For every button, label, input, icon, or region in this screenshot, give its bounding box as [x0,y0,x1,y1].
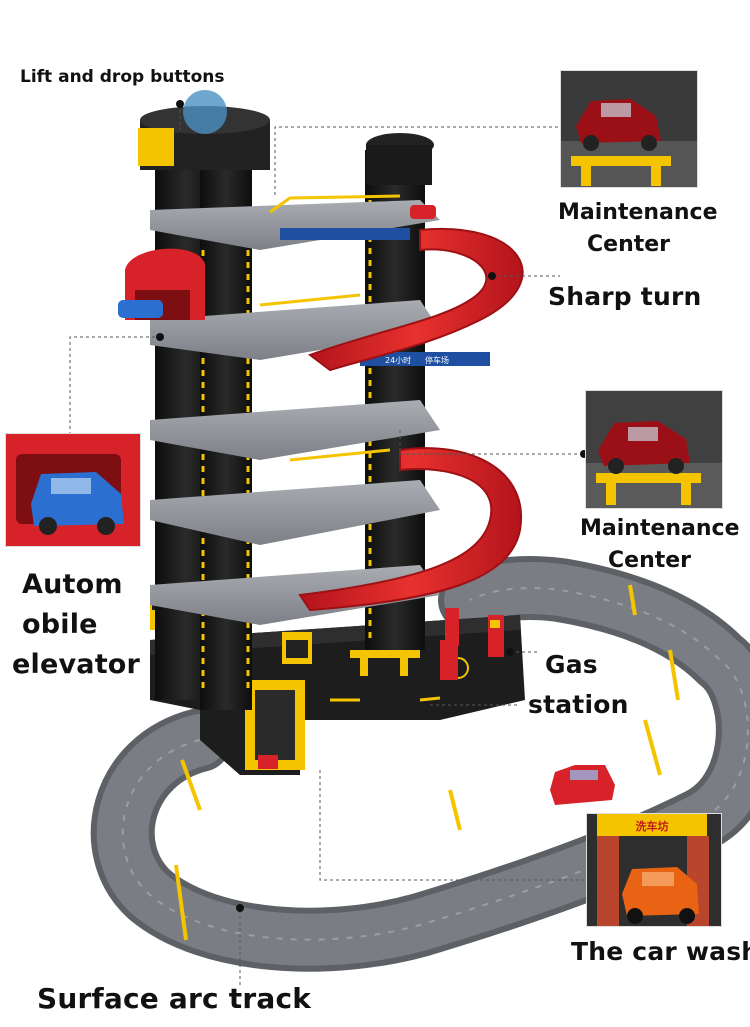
inset-maintenance-center-top [560,70,698,188]
lift-drop-buttons-panel [138,90,227,166]
label-surface-arc-track: Surface arc track [37,982,312,1015]
parking-floors: 24小时 停车场 [150,194,490,625]
red-car-on-track [550,765,615,805]
label-elevator-line1: Autom [22,569,123,600]
base-car-wash [245,680,305,770]
label-maintenance-center-1-line1: Maintenance [558,200,718,225]
blue-car [118,300,163,318]
ribbon-park: 停车场 [425,355,449,365]
label-lift-drop-buttons: Lift and drop buttons [20,67,225,87]
gas-station-pumps [440,608,504,680]
sharp-turn-ramp-upper [307,227,524,372]
red-car-top-floor [410,205,436,219]
label-maintenance-center-1-line2: Center [587,232,671,257]
label-gas-line2: station [528,690,629,719]
label-maintenance-center-2-line2: Center [608,548,692,573]
label-elevator-line2: obile [22,609,98,640]
spiral-ramp-lower [298,447,523,612]
lamp-post [174,584,680,941]
elevator-red-hood [118,248,205,320]
leader-lines [69,104,600,985]
ribbon-24h: 24小时 [385,355,411,365]
inset-automobile-elevator [5,433,141,547]
label-gas-line1: Gas [545,650,598,679]
label-maintenance-center-2-line1: Maintenance [580,516,740,541]
wash-sign-text: 洗车坊 [636,819,669,833]
wash-sign-base [282,632,312,664]
inset-car-wash: 洗车坊 [586,813,722,927]
label-elevator-line3: elevator [12,649,141,680]
inset-maintenance-center-middle [585,390,723,509]
label-sharp-turn: Sharp turn [548,282,702,311]
base-maintenance-lift [350,650,420,676]
label-car-wash: The car wash [571,937,750,966]
